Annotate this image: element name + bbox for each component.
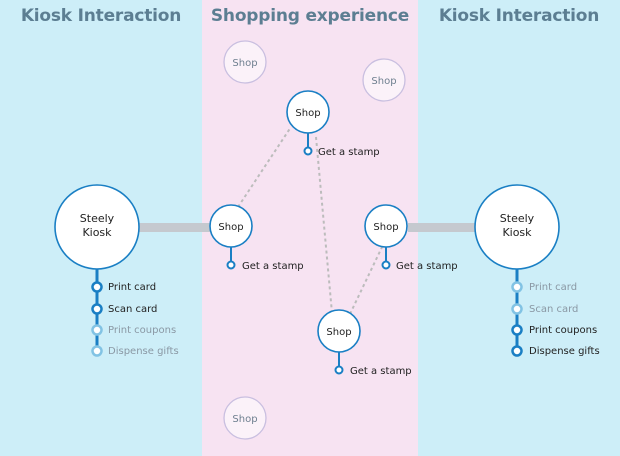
step-dot xyxy=(511,345,523,357)
right-kiosk: Steely Kiosk Print card Scan card Print … xyxy=(474,184,600,357)
shop-label: Shop xyxy=(295,108,320,119)
shop-node: Shop Get a stamp xyxy=(286,90,380,158)
step-dot xyxy=(511,324,523,336)
step-dot xyxy=(91,345,103,357)
stamp-label: Get a stamp xyxy=(242,261,304,272)
faded-shop: Shop xyxy=(223,396,267,440)
left-kiosk-label-line1: Steely xyxy=(80,212,115,225)
shop-node: Shop Get a stamp xyxy=(317,309,412,377)
step-dot xyxy=(511,281,523,293)
step-label: Print coupons xyxy=(108,325,176,336)
shop-node: Shop Get a stamp xyxy=(364,204,458,272)
faded-shop: Shop xyxy=(362,58,406,102)
step-label: Scan card xyxy=(108,304,157,315)
step-dot xyxy=(91,303,103,315)
stamp-dot xyxy=(381,260,391,270)
left-kiosk-circle xyxy=(54,184,140,270)
faded-shop-label: Shop xyxy=(232,414,257,425)
step-label: Print coupons xyxy=(529,325,597,336)
left-kiosk: Steely Kiosk Print card Scan card Print … xyxy=(54,184,179,357)
left-section-title: Kiosk Interaction xyxy=(20,6,182,26)
path-segment xyxy=(315,136,333,314)
shop-label: Shop xyxy=(326,327,351,338)
shop-circle xyxy=(317,309,361,353)
step-label: Dispense gifts xyxy=(108,346,179,357)
middle-section-title: Shopping experience xyxy=(210,6,410,26)
step-label: Scan card xyxy=(529,304,578,315)
step-label: Dispense gifts xyxy=(529,346,600,357)
faded-shop-label: Shop xyxy=(232,58,257,69)
stamp-label: Get a stamp xyxy=(350,366,412,377)
path-segment xyxy=(237,126,292,208)
faded-shop-label: Shop xyxy=(371,76,396,87)
left-kiosk-connector xyxy=(139,223,211,232)
step-dot xyxy=(91,324,103,336)
step-label: Print card xyxy=(529,282,577,293)
step-dot xyxy=(511,303,523,315)
faded-shop-circle xyxy=(223,396,267,440)
shop-circle xyxy=(286,90,330,134)
shopping-path xyxy=(237,126,384,315)
shop-label: Shop xyxy=(373,222,398,233)
right-kiosk-label-line2: Kiosk xyxy=(502,226,532,239)
stamp-dot xyxy=(334,365,344,375)
step-label: Print card xyxy=(108,282,156,293)
stamp-label: Get a stamp xyxy=(318,147,380,158)
stamp-dot xyxy=(303,146,313,156)
shop-circle xyxy=(209,204,253,248)
stamp-label: Get a stamp xyxy=(396,261,458,272)
faded-shop-circle xyxy=(362,58,406,102)
stamp-dot xyxy=(226,260,236,270)
faded-shop-circle xyxy=(223,40,267,84)
shop-node: Shop Get a stamp xyxy=(209,204,304,272)
path-segment xyxy=(349,244,384,315)
right-kiosk-connector xyxy=(408,223,480,232)
shop-circle xyxy=(364,204,408,248)
left-kiosk-label-line2: Kiosk xyxy=(82,226,112,239)
right-kiosk-label-line1: Steely xyxy=(500,212,535,225)
step-dot xyxy=(91,281,103,293)
faded-shop: Shop xyxy=(223,40,267,84)
right-section-title: Kiosk Interaction xyxy=(438,6,600,26)
right-kiosk-circle xyxy=(474,184,560,270)
shop-label: Shop xyxy=(218,222,243,233)
